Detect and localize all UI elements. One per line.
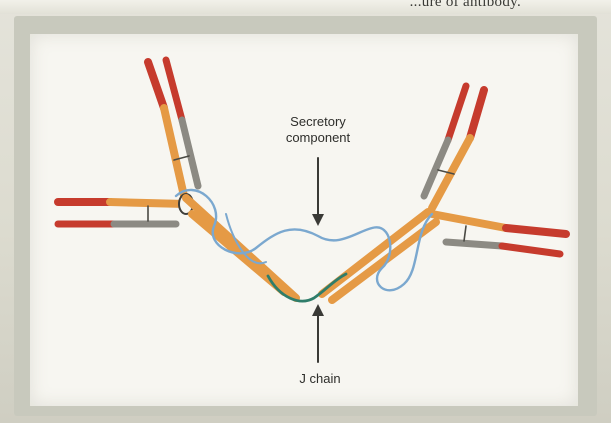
j-chain-arrow [312,304,324,362]
j-chain-label: J chain [270,371,370,387]
right-fc-heavy-chain-a [322,212,428,294]
right-side-light-chain-variable [502,246,560,254]
right-side-light-chain-constant [446,242,502,246]
left-upper-heavy-chain-variable [148,62,164,108]
right-upper-heavy-chain-variable [470,90,484,138]
right-side-heavy-chain-constant [432,214,506,228]
left-side-heavy-chain-constant [110,202,186,204]
right-upper-light-chain-variable [448,86,466,140]
left-upper-light-chain-constant [182,120,198,186]
secretory-arrow [312,158,324,226]
right-side-disulfide [464,226,466,241]
secretory-label-line-2: component [268,130,368,146]
secretory-component-label: Secretory component [268,114,368,146]
right-side-heavy-chain-variable [506,228,566,234]
secretory-label-line-1: Secretory [268,114,368,130]
